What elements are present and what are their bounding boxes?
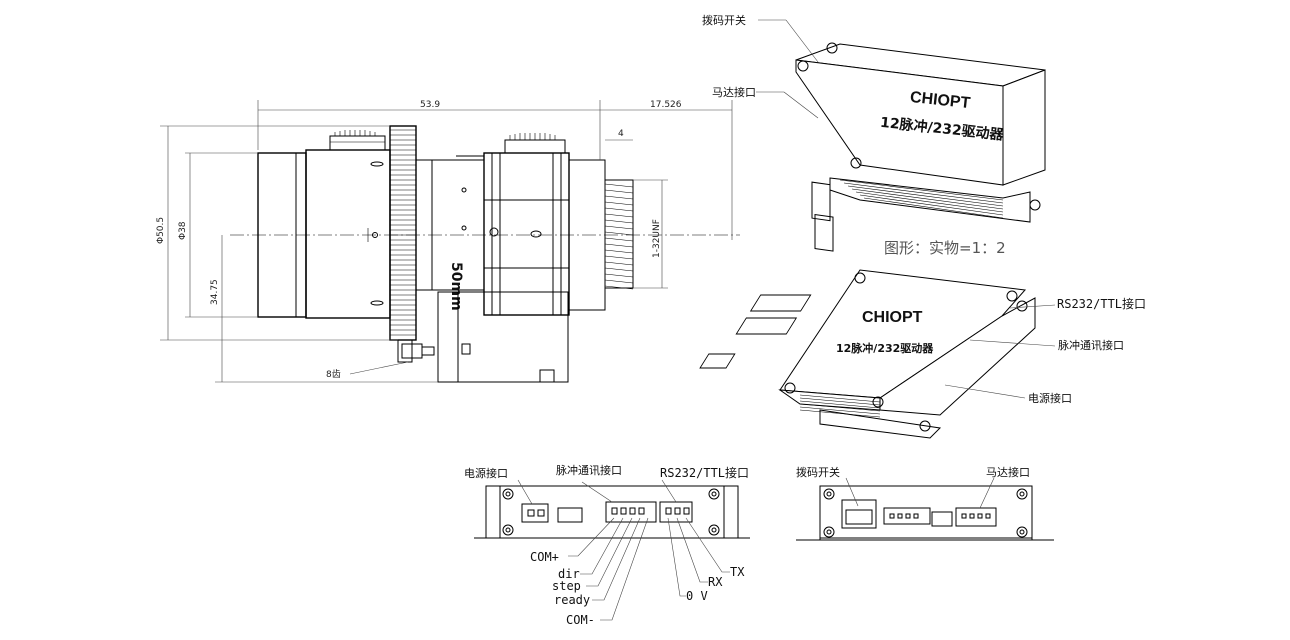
dim-thread-length: 4 [618, 129, 624, 139]
pin-step: step [552, 579, 581, 593]
pin-rx: RX [708, 575, 723, 589]
front-callout-rs232: RS232/TTL接口 [660, 465, 749, 480]
pin-ready: ready [554, 593, 590, 607]
pin-0v: 0 V [686, 589, 708, 603]
pin-com-plus: COM+ [530, 550, 559, 564]
driver-rear-view: 拨码开关 马达接口 [796, 465, 1054, 541]
front-callout-pulse: 脉冲通讯接口 [556, 463, 622, 477]
dim-flange: 17.526 [650, 100, 682, 110]
focal-length-label: 50mm [448, 262, 464, 311]
driver-isometric-bottom: CHIOPT 12脉冲/232驱动器 RS232/TTL接口 脉冲通讯接口 电源… [699, 269, 1146, 439]
callout-motor-port-top: 马达接口 [712, 86, 756, 99]
pin-com-minus: COM- [566, 613, 595, 627]
callout-pulse-bottom: 脉冲通讯接口 [1058, 338, 1124, 352]
dim-mount-thread: 1-32UNF [652, 219, 662, 258]
dim-offset: 34.75 [210, 279, 220, 305]
front-callout-power: 电源接口 [464, 466, 508, 480]
rear-callout-dip-switch: 拨码开关 [796, 465, 840, 479]
driver-front-view: 电源接口 脉冲通讯接口 RS232/TTL接口 COM+ dir step re… [464, 463, 750, 627]
dim-length: 53.9 [420, 100, 440, 110]
driver-isometric-top: CHIOPT 12脉冲/232驱动器 拨码开关 马达接口 [702, 13, 1046, 252]
brand-label-bottom: CHIOPT [862, 309, 923, 326]
pin-tx: TX [730, 565, 745, 579]
rear-callout-motor-port: 马达接口 [986, 466, 1030, 479]
callout-rs232-bottom: RS232/TTL接口 [1057, 296, 1146, 311]
dim-inner-diameter: Φ38 [178, 221, 188, 240]
pin-dir: dir [558, 567, 580, 581]
scale-note: 图形：实物=1：2 [884, 239, 1006, 257]
callout-power-bottom: 电源接口 [1028, 391, 1072, 405]
lens-side-view: 50mm [156, 100, 740, 383]
dim-outer-diameter: Φ50.5 [156, 217, 166, 244]
brand-label-top: CHIOPT [909, 89, 971, 112]
dim-gear-teeth: 8齿 [326, 369, 341, 380]
model-label-bottom: 12脉冲/232驱动器 [836, 341, 934, 355]
callout-dip-switch-top: 拨码开关 [702, 13, 746, 27]
